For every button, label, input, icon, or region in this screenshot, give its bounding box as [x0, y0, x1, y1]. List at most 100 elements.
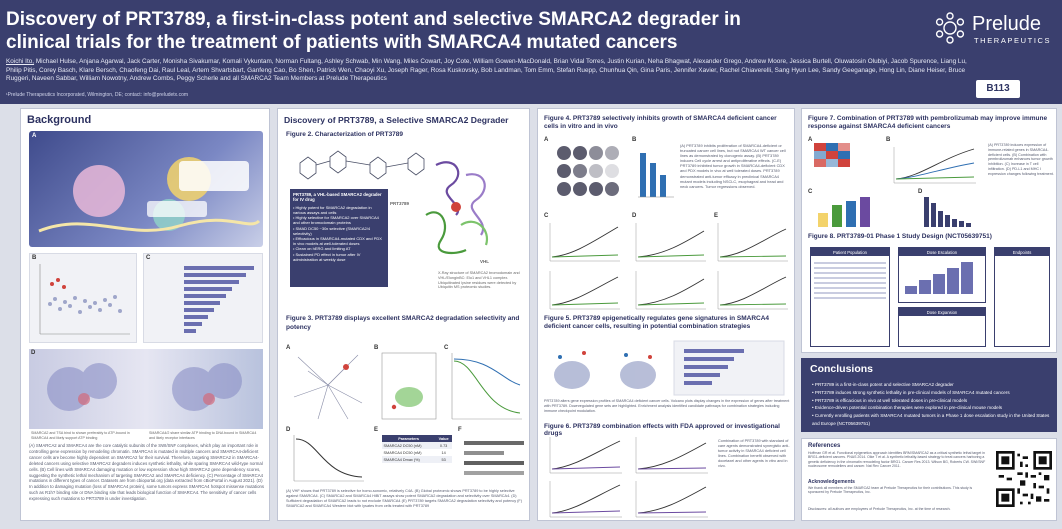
- figure-3d-label: D: [286, 427, 291, 433]
- figure-4e-label: E: [714, 213, 719, 219]
- kinome-tree-plot: [293, 354, 363, 420]
- conclusion-item: • Evidence-driven potential combination …: [812, 405, 1003, 411]
- background-figure-c: C: [143, 253, 263, 343]
- mutation-frequency-bars: [184, 266, 254, 333]
- conclusions-title: Conclusions: [810, 363, 874, 375]
- growth-inhibition-panel: Figure 4. PRT3789 selectively inhibits g…: [537, 108, 795, 521]
- prt3789-summary-box: PRT3789, a VHL-based SMARCA2 degrader fo…: [290, 189, 388, 287]
- study-box-endpoints: Endpoints: [994, 247, 1050, 347]
- conclusion-item: • Currently enrolling patients with SMAR…: [812, 413, 1050, 426]
- acknowledgements-text: We thank all members of the SMARCA2 team…: [808, 486, 973, 495]
- crystal-structure-caption: X-Ray structure of SMARCA2 bromodomain a…: [438, 271, 520, 290]
- disclosures-text: Disclosures: all authors are employees o…: [808, 507, 951, 511]
- immune-gene-heatmap: [814, 143, 850, 167]
- summary-bullet: • Highly potent for SMARCA2 degradation …: [293, 204, 372, 216]
- figure-6-text: Combination of PRT3789 with standard of …: [718, 439, 790, 468]
- background-panel: Background A B C: [20, 108, 270, 521]
- conclusions-list: • PRT3789 is a first-in-class potent and…: [812, 381, 1052, 428]
- title-line-2: clinical trials for the treatment of pat…: [6, 32, 678, 53]
- combination-growth-curves: [893, 147, 976, 184]
- figure-d-caption-left: SMARCA2 and TSA bind to shown preferably…: [31, 431, 130, 440]
- label-vhl: VHL: [480, 259, 489, 264]
- study-box-expansion: Dose Expansion: [898, 307, 986, 347]
- figure-a-label: A: [32, 133, 37, 139]
- references-title: References: [808, 443, 841, 449]
- clonogenic-assay-plates: [557, 146, 619, 196]
- figure-3b-label: B: [374, 345, 379, 351]
- cell-cycle-bar-chart: [638, 153, 674, 198]
- first-author: Koichi Ito,: [6, 58, 35, 65]
- logo-name: Prelude: [972, 13, 1041, 35]
- t-cell-infiltration-bars: [818, 197, 870, 227]
- background-title: Background: [27, 114, 92, 126]
- background-body-text: (A) SMARCA2 and SMARCA4 are the core cat…: [29, 443, 265, 502]
- qr-code-icon[interactable]: [996, 451, 1052, 507]
- poster-title: Discovery of PRT3789, a first-in-class p…: [6, 8, 886, 54]
- dose-escalation-steps: [905, 262, 973, 294]
- figure-6-title: Figure 6. PRT3789 combination effects wi…: [544, 423, 780, 437]
- author-list: Koichi Ito, Michael Hulse, Anjana Agarwa…: [6, 58, 976, 84]
- hibit-degradation-curves: [451, 353, 522, 420]
- global-proteomics-scatter: [381, 352, 437, 420]
- figure-3-title: Figure 3. PRT3789 displays excellent SMA…: [286, 315, 520, 331]
- figure-3a-label: A: [286, 345, 291, 351]
- conclusion-item: • PRT3789 is efficacious in vivo at well…: [812, 397, 968, 403]
- figure-3e-label: E: [374, 427, 379, 433]
- figure-3f-label: F: [458, 427, 462, 433]
- volcano-plots: [554, 340, 785, 396]
- discovery-title: Discovery of PRT3789, a Selective SMARCA…: [284, 115, 509, 125]
- table-header-row: Parameters Value: [382, 435, 452, 442]
- degradation-time-course: [293, 435, 364, 482]
- figure-d-caption-right: SMARCA4/2 share similar ATP binding to D…: [149, 431, 257, 440]
- summary-bullet: • SMAD DC50 ~30x selective (SMARCA2/4 se…: [293, 225, 371, 236]
- background-figure-b: B: [29, 253, 137, 343]
- figure-b-label: B: [32, 255, 37, 261]
- prt3789-molecule-structure: [299, 150, 425, 180]
- conclusions-panel: Conclusions • PRT3789 is a first-in-clas…: [801, 358, 1057, 432]
- figure-5-title: Figure 5. PRT3789 epigenetically regulat…: [544, 315, 770, 331]
- table-row: SMARCA2 DC50 (nM) 0.73: [382, 442, 452, 449]
- summary-bullet: • Clean on hERG and limiting AT: [293, 246, 351, 252]
- figure-7c-label: C: [808, 189, 813, 195]
- figure-7-text: (A) PRT3789 induces expression of immune…: [988, 143, 1054, 176]
- tumor-growth-curves: [549, 223, 788, 310]
- crystal-structure-image: [425, 161, 489, 255]
- references-panel: References Hoffman GR et al. Functional …: [801, 438, 1057, 521]
- figure-7a-label: A: [808, 137, 813, 143]
- figure-4-text: (A) PRT3789 inhibits proliferation of SM…: [680, 143, 786, 189]
- table-row: SMARCA4 DC50 (nM) 14: [383, 450, 446, 455]
- figure-7-title: Figure 7. Combination of PRT3789 with pe…: [808, 115, 1048, 131]
- patient-criteria-lines: [811, 256, 889, 305]
- background-figure-a: A: [29, 131, 263, 247]
- figure-4a-label: A: [544, 137, 549, 143]
- figure-c-label: C: [146, 255, 151, 261]
- pdl1-expression-bars: [924, 197, 971, 227]
- study-box-escalation: Dose Escalation: [898, 247, 986, 303]
- company-logo: Prelude THERAPEUTICS: [930, 10, 1060, 50]
- summary-bullet-list: • Highly potent for SMARCA2 degradation …: [293, 205, 385, 262]
- protein-structures: [47, 363, 242, 411]
- study-box-patients: Patient Population: [810, 247, 890, 347]
- study-design-diagram: Patient Population Dose Escalation Dose …: [810, 247, 1050, 349]
- summary-box-header: PRT3789, a VHL-based SMARCA2 degrader fo…: [293, 192, 382, 203]
- co-authors: Michael Hulse, Anjana Agarwal, Jack Cart…: [6, 58, 967, 83]
- figure-4d-label: D: [632, 213, 637, 219]
- figure-8-title: Figure 8. PRT3789-01 Phase 1 Study Desig…: [808, 233, 992, 240]
- figure-d-label: D: [31, 350, 36, 356]
- figure-4-title: Figure 4. PRT3789 selectively inhibits g…: [544, 115, 777, 131]
- acknowledgements-title: Acknowledgements: [808, 479, 855, 485]
- discovery-panel: Discovery of PRT3789, a Selective SMARCA…: [277, 108, 530, 521]
- affiliation: ¹Prelude Therapeutics Incorporated, Wilm…: [6, 92, 189, 98]
- logo-subtitle: THERAPEUTICS: [974, 36, 1052, 45]
- background-figure-d: D: [29, 349, 263, 429]
- conclusion-item: • PRT3789 is a first-in-class potent and…: [812, 382, 954, 387]
- logo-mark-icon: [935, 12, 965, 44]
- figure-4c-label: C: [544, 213, 549, 219]
- combination-effect-plots: [549, 437, 708, 518]
- summary-bullet: • Efficacious in SMARCA4-mutated CDX and…: [293, 236, 382, 247]
- conclusion-item: • PRT3789 induces strong synthetic letha…: [812, 389, 1010, 395]
- figure-2-title: Figure 2. Characterization of PRT3789: [286, 131, 404, 138]
- pembrolizumab-panel: Figure 7. Combination of PRT3789 with pe…: [801, 108, 1057, 353]
- poster-header: Discovery of PRT3789, a first-in-class p…: [0, 0, 1062, 104]
- western-blot-image: [464, 441, 524, 475]
